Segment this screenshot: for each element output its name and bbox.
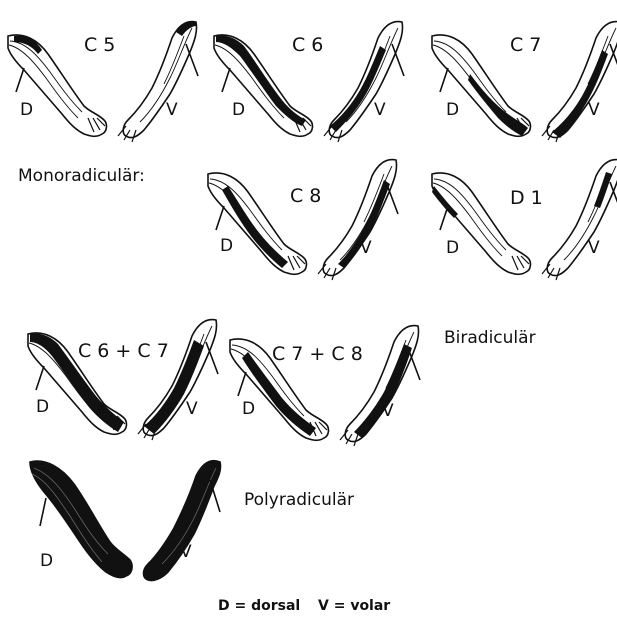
dorsal-label: D: [232, 100, 245, 120]
figure-label: C 6 + C 7: [78, 340, 169, 362]
biradicular-label: Biradiculär: [444, 328, 536, 348]
monoradicular-label: Monoradiculär:: [18, 166, 145, 186]
volar-label: V: [588, 100, 600, 120]
legend-dorsal: D = dorsal: [218, 598, 300, 614]
dorsal-label: D: [36, 397, 49, 417]
dorsal-label: D: [20, 100, 33, 120]
figure-c6-c7: C 6 + C 7 D V: [28, 320, 218, 440]
figure-c5: C 5 D V: [8, 21, 198, 142]
figure-poly: D V: [30, 461, 221, 581]
volar-label: V: [166, 100, 178, 120]
figure-c8: C 8 D V: [208, 160, 398, 280]
dorsal-label: D: [446, 100, 459, 120]
volar-arm-c7: [542, 22, 617, 142]
figure-label: C 5: [84, 34, 115, 56]
figure-label: C 6: [292, 34, 323, 56]
volar-label: V: [382, 401, 394, 421]
volar-label: V: [360, 238, 372, 258]
dorsal-label: D: [220, 236, 233, 256]
figure-label: D 1: [510, 187, 543, 209]
figure-label: C 7: [510, 34, 541, 56]
volar-label: V: [588, 238, 600, 258]
volar-arm-c5: [118, 21, 198, 142]
figure-label: C 7 + C 8: [272, 343, 363, 365]
volar-arm-c6-c7: [138, 320, 218, 440]
figure-d1: D 1 D V: [432, 160, 617, 280]
volar-arm-d1: [542, 160, 617, 280]
volar-arm-c8: [318, 160, 398, 280]
volar-label: V: [180, 542, 192, 562]
figure-c7-c8: C 7 + C 8 D V: [230, 326, 420, 446]
dorsal-label: D: [40, 551, 53, 571]
volar-arm-poly: [144, 461, 221, 581]
legend-volar: V = volar: [318, 598, 390, 614]
volar-label: V: [186, 399, 198, 419]
dorsal-label: D: [446, 238, 459, 258]
volar-arm-c6: [324, 22, 404, 142]
figure-c7: C 7 D V: [432, 22, 617, 142]
volar-label: V: [374, 100, 386, 120]
polyradicular-label: Polyradiculär: [244, 490, 354, 510]
figure-c6: C 6 D V: [214, 22, 404, 142]
dorsal-label: D: [242, 399, 255, 419]
figure-label: C 8: [290, 185, 321, 207]
